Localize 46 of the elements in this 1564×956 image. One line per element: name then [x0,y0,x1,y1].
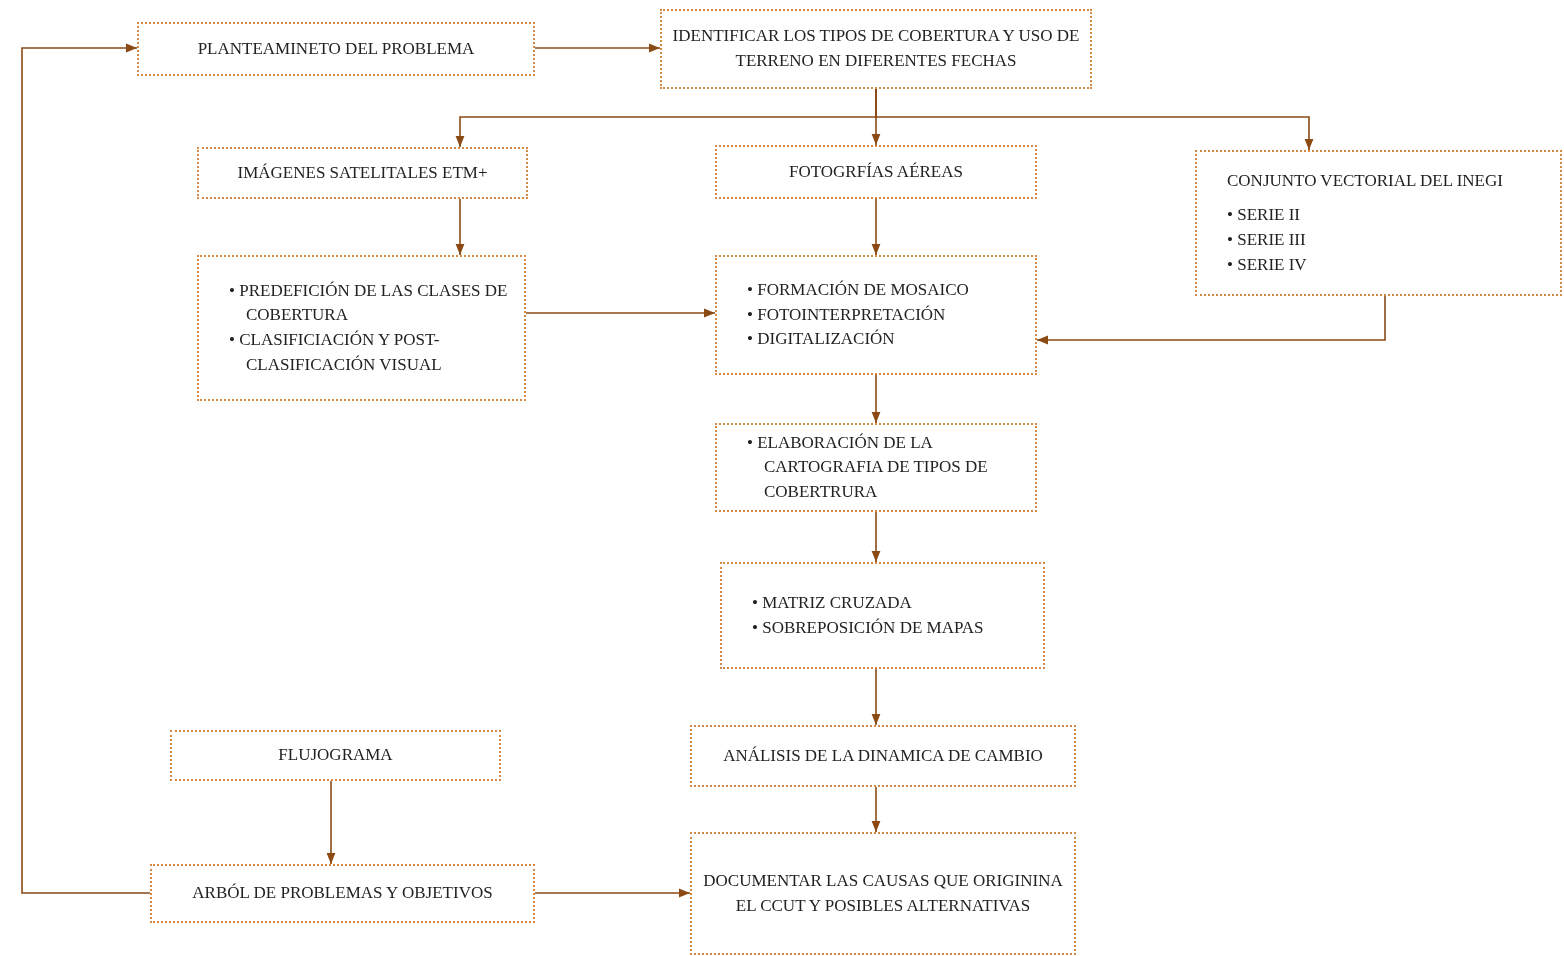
bullet-item: • FOTOINTERPRETACIÓN [747,303,947,326]
bullet-item: • PREDEFICIÓN DE LAS CLASES DE COBERTURA [229,279,509,327]
process-box [170,730,501,781]
bullet-item: • CLASIFICIACIÓN Y POST-CLASIFICACIÓN VISUAL [229,329,443,376]
arrow [534,888,691,898]
box-text: IDENTIFICAR LOS TIPOS DE COBERTURA Y USO DE TERRENO EN DIFERENTES FECHAS [672,25,1080,72]
box-text: IMÁGENES SATELITALES ETM+ [237,161,488,184]
box-text: PLANTEAMINETO DEL PROBLEMA [197,37,475,60]
process-box [197,255,526,401]
bullet-item: • SERIE III [1227,229,1306,251]
bullet-item: • ELABORACIÓN DE LA CARTOGRAFIA DE TIPOS DE COBERTRURA [747,431,989,503]
arrow [455,198,465,256]
process-box [715,255,1037,375]
bullet-item: • DIGITALIZACIÓN [747,328,896,351]
process-box [715,423,1037,512]
arrow [534,43,661,53]
arrow [326,780,336,865]
arrow [21,43,151,894]
box-heading: CONJUNTO VECTORIAL DEL INEGI [1227,169,1503,192]
bullet-item: • SERIE IV [1227,253,1307,276]
process-box [690,832,1076,955]
process-box [150,864,535,923]
arrow [871,786,881,833]
arrow [871,511,881,563]
box-text: ANÁLISIS DE LA DINAMICA DE CAMBIO [723,744,1043,767]
arrow [871,668,881,726]
process-box [1195,150,1562,296]
process-box [137,22,535,76]
process-box [660,9,1092,89]
bullet-item: • FORMACIÓN DE MOSAICO [747,279,969,302]
box-text: FLUJOGRAMA [278,744,393,767]
box-text: DOCUMENTAR LAS CAUSAS QUE ORIGININA EL CCUT Y POSIBLES ALTERNATIVAS [702,869,1064,917]
arrow [871,198,881,256]
process-box [690,725,1076,787]
arrow [525,308,716,318]
process-box [715,145,1037,199]
bullet-item: • MATRIZ CRUZADA [752,591,912,614]
box-text: ARBÓL DE PROBLEMAS Y OBJETIVOS [192,882,493,905]
arrow [875,88,1314,151]
process-box [197,147,528,199]
arrow [1036,295,1386,345]
box-text: FOTOGRFÍAS AÉREAS [789,160,963,183]
bullet-item: • SOBREPOSICIÓN DE MAPAS [752,616,984,639]
bullet-item: • SERIE II [1227,204,1300,227]
process-box [720,562,1045,669]
arrow [871,374,881,424]
